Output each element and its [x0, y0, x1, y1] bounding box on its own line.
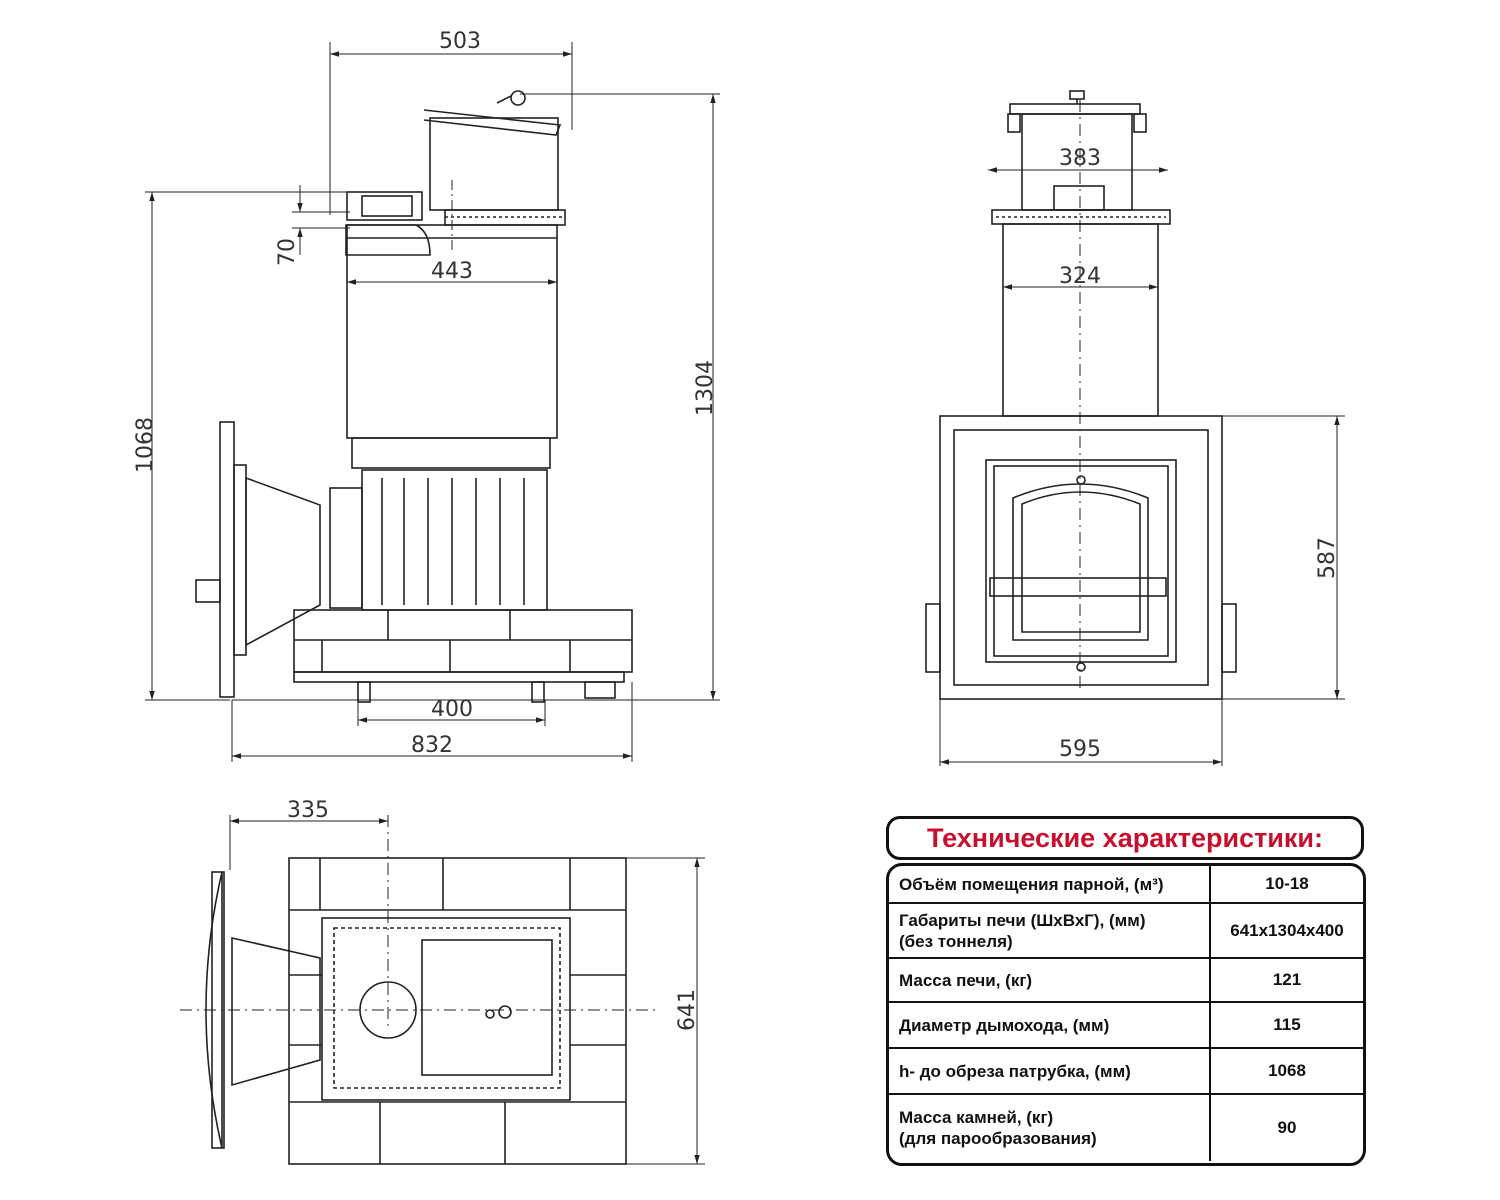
spec-param: h- до обреза патрубка, (мм): [889, 1049, 1211, 1093]
dim-335: 335: [287, 798, 329, 823]
spec-row: h- до обреза патрубка, (мм) 1068: [889, 1049, 1363, 1095]
spec-param-line: (без тоннеля): [899, 931, 1013, 951]
spec-value: 641х1304х400: [1230, 920, 1344, 940]
front-door: [985, 459, 1177, 663]
spec-value: 115: [1273, 1015, 1301, 1034]
plan-tank: [421, 939, 553, 1076]
spec-value: 90: [1277, 1118, 1297, 1137]
dim-503: 503: [439, 29, 481, 54]
plan-base: [288, 857, 627, 1165]
spec-row: Масса камней, (кг) (для парообразования) 9…: [889, 1095, 1363, 1161]
tap-icon: [498, 1005, 512, 1019]
spec-param: Объём помещения парной, (м³): [889, 866, 1211, 902]
spec-value: 1068: [1268, 1061, 1306, 1080]
tank-lid: [423, 109, 562, 136]
spec-param-line: Диаметр дымохода, (мм): [899, 1015, 1110, 1035]
dim-595: 595: [1059, 737, 1101, 762]
leg: [357, 681, 371, 703]
spec-row: Диаметр дымохода, (мм) 115: [889, 1003, 1363, 1049]
door-tunnel: [245, 476, 321, 647]
dim-641: 641: [675, 989, 700, 1031]
heater-ribs: [361, 469, 548, 611]
stove-body: [346, 224, 558, 439]
spec-title: Технические характеристики:: [886, 816, 1364, 860]
side-pipe: [346, 191, 423, 221]
side-view-dims: [145, 42, 720, 762]
plan-stones: [289, 858, 626, 1164]
dim-1068: 1068: [133, 417, 158, 473]
side-view: [195, 90, 633, 703]
door-handle: [989, 577, 1167, 597]
dim-832: 832: [411, 733, 453, 758]
spec-param-line: (для парообразования): [899, 1129, 1097, 1148]
plan-body: [321, 917, 571, 1101]
dim-70: 70: [275, 238, 300, 266]
spec-param: Масса камней, (кг) (для парообразования): [889, 1095, 1211, 1161]
bolt-icon: [1076, 475, 1086, 485]
spec-row: Объём помещения парной, (м³) 10-18: [889, 866, 1363, 904]
plan-door: [205, 871, 223, 1149]
spec-param-line: Масса камней, (кг): [899, 1108, 1054, 1127]
dim-383: 383: [1059, 146, 1101, 171]
dim-1304: 1304: [693, 360, 718, 416]
plan-view: [180, 815, 660, 1165]
spec-value: 121: [1272, 970, 1302, 989]
door-panel-side: [219, 421, 235, 698]
spec-param-line: Объём помещения парной, (м³): [899, 874, 1164, 894]
spec-param-line: h- до обреза патрубка, (мм): [899, 1061, 1131, 1081]
stove-collar: [351, 437, 551, 469]
front-frame: [939, 415, 1223, 700]
dim-400: 400: [431, 697, 473, 722]
spec-panel: Технические характеристики: Объём помеще…: [886, 816, 1366, 1166]
spec-param: Масса печи, (кг): [889, 959, 1211, 1001]
leg: [531, 681, 545, 703]
plan-view-dims: [229, 815, 705, 1165]
leg: [584, 681, 616, 699]
spec-param: Диаметр дымохода, (мм): [889, 1003, 1211, 1047]
bolt-icon: [1076, 662, 1086, 672]
plan-tunnel: [231, 936, 321, 1087]
tank-box: [429, 117, 559, 211]
front-tank-lid: [1009, 103, 1141, 115]
tap-icon: [510, 90, 526, 106]
spec-value: 10-18: [1265, 874, 1309, 893]
front-view-dims: [939, 167, 1345, 766]
spec-param-line: Масса печи, (кг): [899, 970, 1033, 990]
door-window: [1012, 483, 1149, 641]
spec-param-line: Габариты печи (ШхВхГ), (мм): [899, 910, 1146, 930]
dim-324: 324: [1059, 264, 1101, 289]
stone-base: [293, 609, 633, 683]
dim-587: 587: [1315, 537, 1340, 579]
spec-row: Габариты печи (ШхВхГ), (мм) (без тоннеля…: [889, 904, 1363, 959]
dim-443: 443: [431, 259, 473, 284]
front-view: [925, 90, 1237, 700]
spec-row: Масса печи, (кг) 121: [889, 959, 1363, 1003]
spec-param: Габариты печи (ШхВхГ), (мм) (без тоннеля…: [889, 904, 1211, 957]
